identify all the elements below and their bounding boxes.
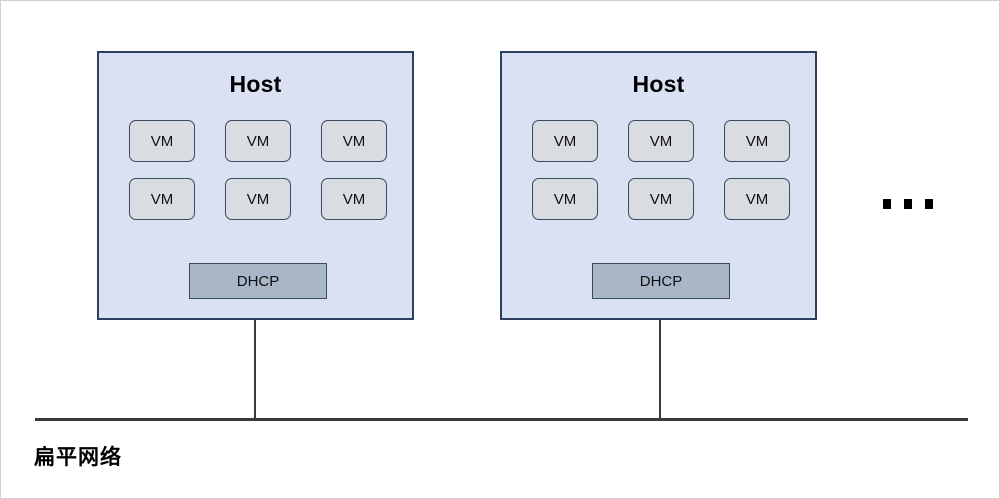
- ellipsis-dot: [883, 199, 891, 209]
- vm-box[interactable]: VM: [628, 178, 694, 220]
- vm-box[interactable]: VM: [321, 178, 387, 220]
- vm-box[interactable]: VM: [129, 178, 195, 220]
- ellipsis-dot: [925, 199, 933, 209]
- dhcp-box-1[interactable]: DHCP: [189, 263, 327, 299]
- vm-box[interactable]: VM: [532, 178, 598, 220]
- vm-grid-1: VM VM VM VM VM VM: [129, 120, 387, 220]
- vm-box[interactable]: VM: [129, 120, 195, 162]
- ellipsis-dot: [904, 199, 912, 209]
- host-1-network-connector: [254, 319, 256, 420]
- vm-box[interactable]: VM: [724, 120, 790, 162]
- host-2-network-connector: [659, 319, 661, 420]
- vm-box[interactable]: VM: [321, 120, 387, 162]
- host-box-2[interactable]: Host VM VM VM VM VM VM DHCP: [500, 51, 817, 320]
- flat-network-bus-line: [35, 418, 968, 421]
- vm-box[interactable]: VM: [724, 178, 790, 220]
- vm-box[interactable]: VM: [532, 120, 598, 162]
- host-title-2: Host: [632, 71, 685, 97]
- host-title-1: Host: [229, 71, 282, 97]
- dhcp-box-2[interactable]: DHCP: [592, 263, 730, 299]
- network-label: 扁平网络: [34, 445, 122, 469]
- vm-box[interactable]: VM: [225, 120, 291, 162]
- vm-box[interactable]: VM: [225, 178, 291, 220]
- vm-box[interactable]: VM: [628, 120, 694, 162]
- host-box-1[interactable]: Host VM VM VM VM VM VM DHCP: [97, 51, 414, 320]
- horizontal-ellipsis-icon: [883, 199, 933, 209]
- vm-grid-2: VM VM VM VM VM VM: [532, 120, 790, 220]
